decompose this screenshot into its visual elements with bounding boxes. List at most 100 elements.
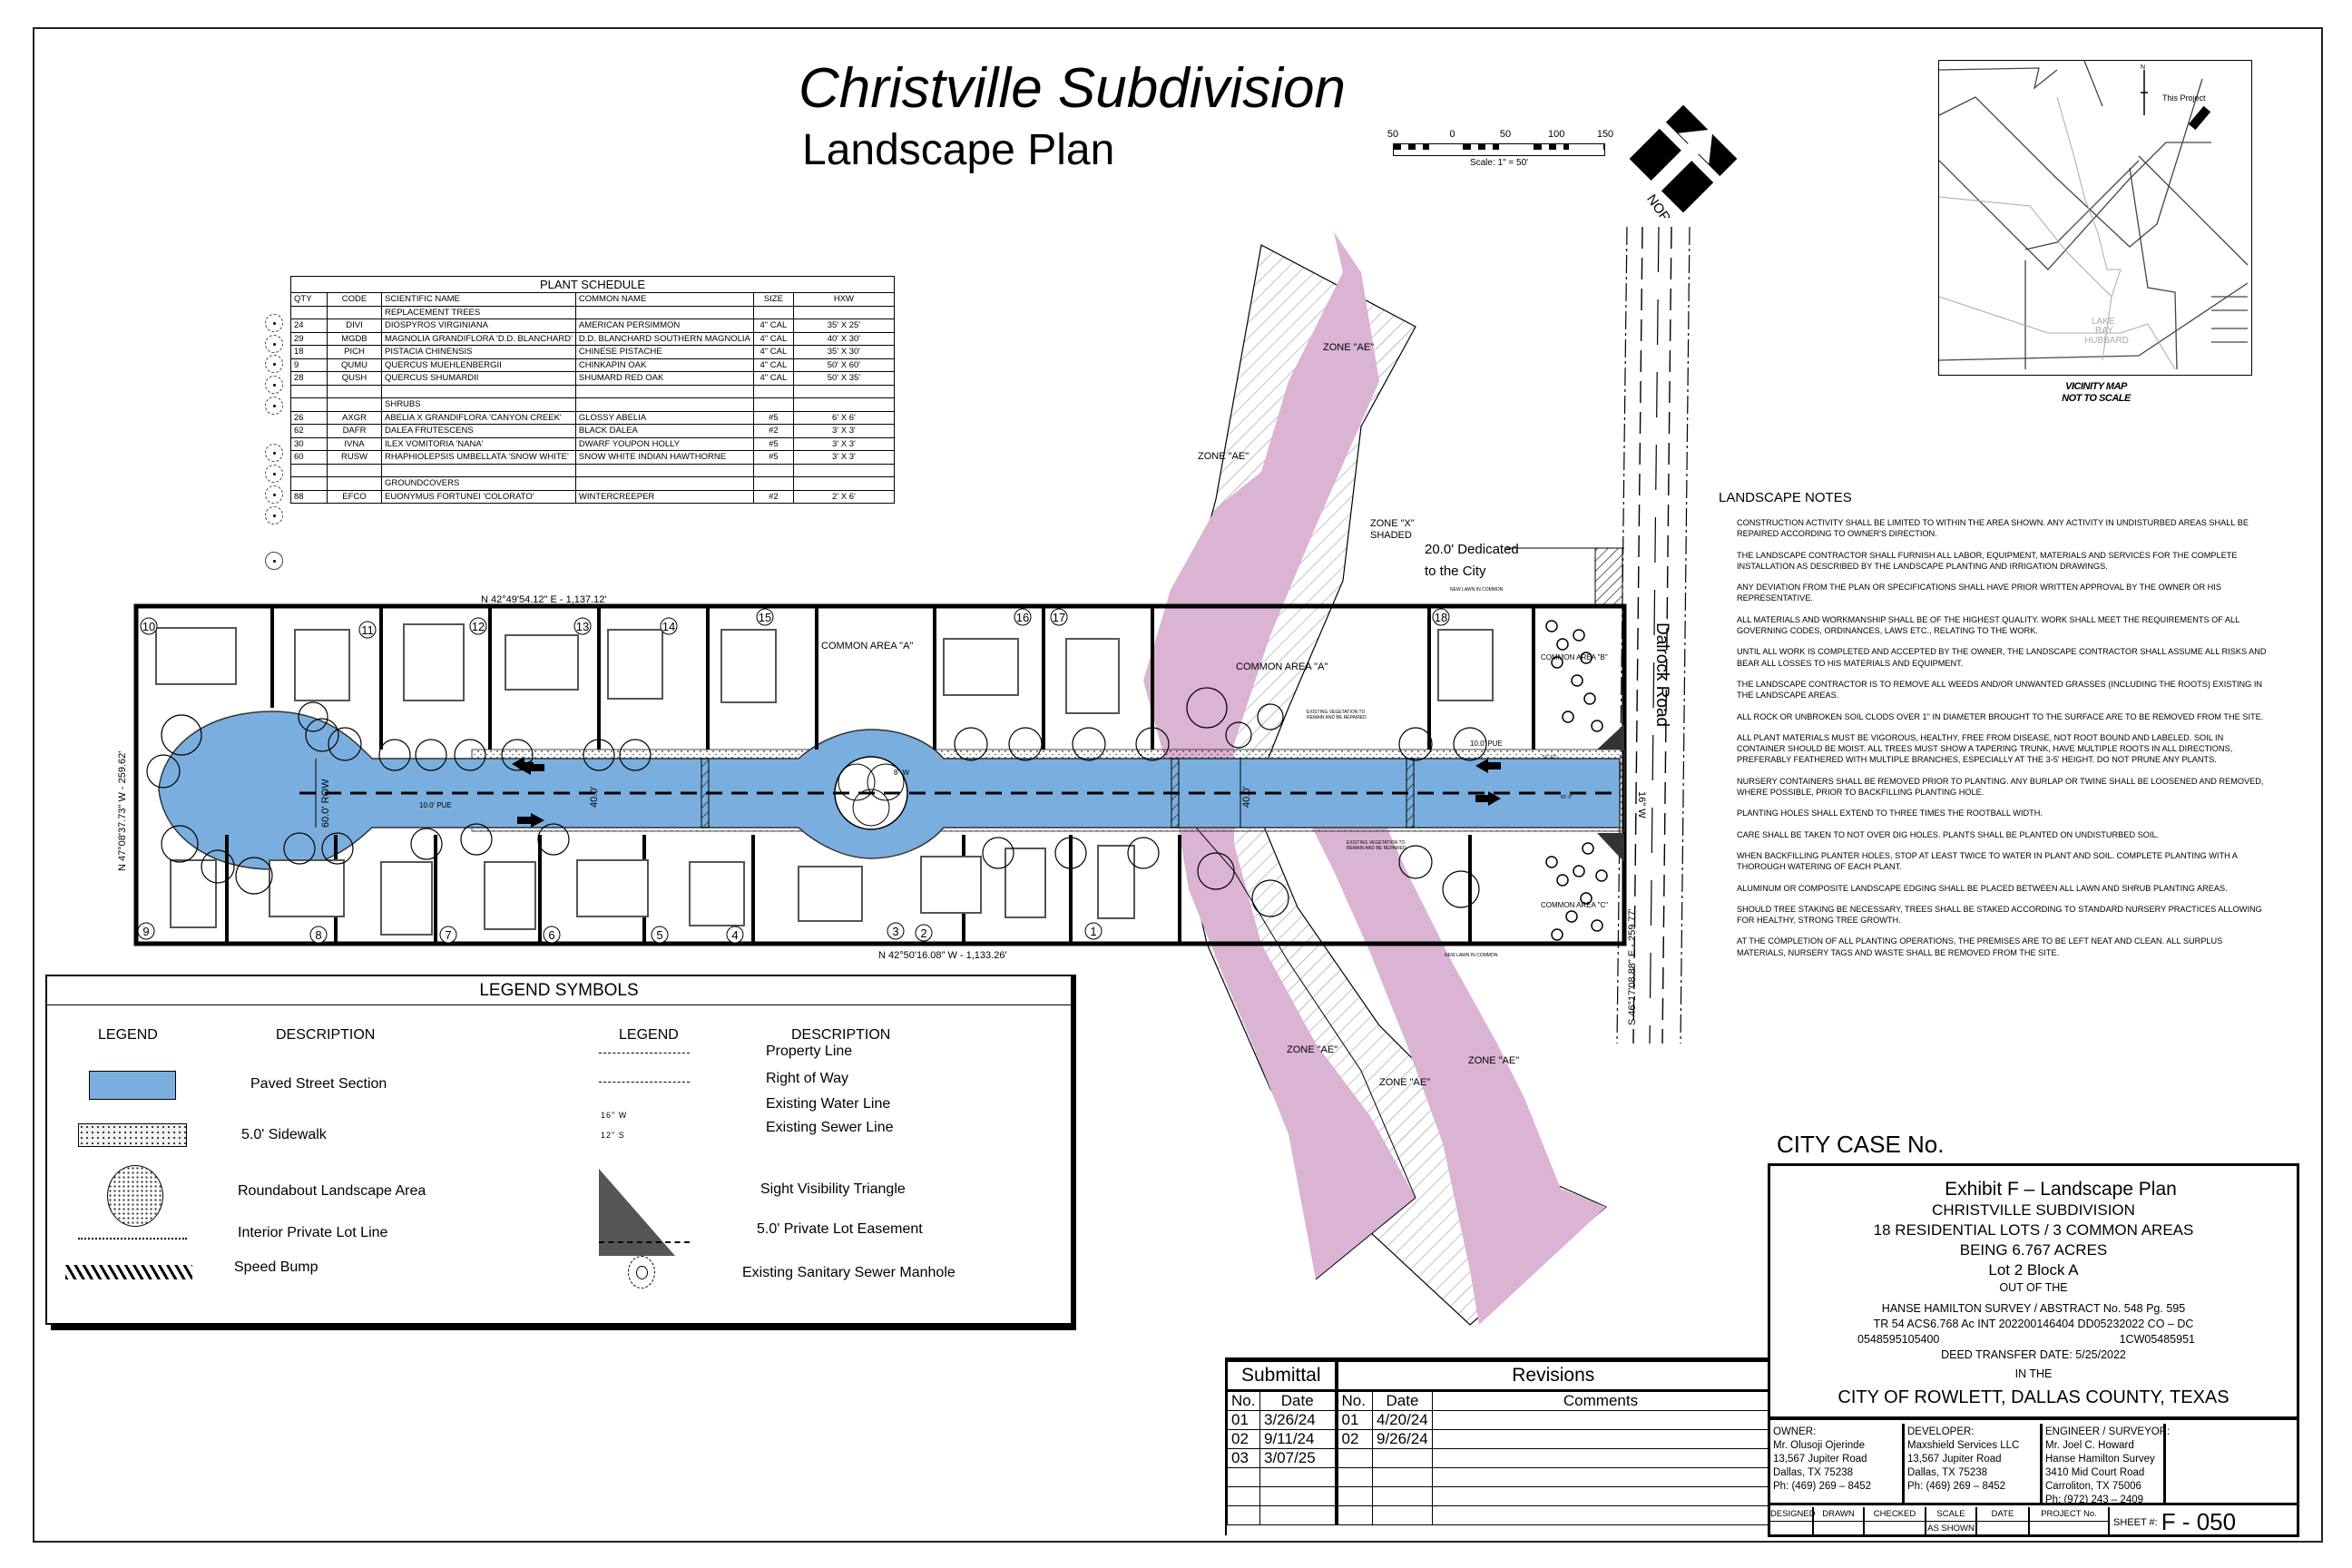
exhibit-title: Exhibit F – Landscape Plan [1945, 1179, 2177, 1200]
in-the-label: IN THE [2014, 1367, 2053, 1380]
plant-size-cell [752, 397, 794, 412]
plant-hxw-cell: 50' X 35' [792, 371, 896, 386]
speed-bump-swatch [65, 1265, 192, 1279]
plant-qty-cell [290, 463, 328, 477]
description-col-header: DESCRIPTION [276, 1027, 376, 1043]
lot-easement-swatch [599, 1241, 690, 1243]
plant-size-cell: 4" CAL [752, 358, 794, 372]
plant-hxw-cell: 3' X 3' [792, 450, 896, 465]
tree-symbol-icon [265, 355, 283, 374]
title-block: Exhibit F – Landscape Plan CHRISTVILLE S… [1768, 1163, 2299, 1537]
legend-shadow [1069, 975, 1076, 1330]
plant-scientific-cell: EUONYMUS FORTUNEI 'COLORATO' [381, 489, 576, 504]
legend-description: Speed Bump [234, 1259, 318, 1275]
tree-symbol-icon [265, 334, 283, 353]
legend-description: Right of Way [766, 1071, 848, 1086]
plant-hxw-cell: 6' X 6' [792, 410, 896, 425]
plant-common-cell: AMERICAN PERSIMMON [574, 318, 754, 333]
plant-qty-cell: 62 [290, 424, 328, 438]
plant-code-cell [327, 384, 382, 398]
landscape-notes: CONSTRUCTION ACTIVITY SHALL BE LIMITED T… [1737, 517, 2272, 968]
designed-label: DESIGNED [1770, 1507, 1816, 1522]
table-cell: 4/20/24 [1372, 1410, 1433, 1430]
table-cell [1336, 1505, 1373, 1525]
checked-label: CHECKED [1865, 1507, 1925, 1522]
plant-hxw-cell: 3' X 3' [792, 424, 896, 438]
plant-code-cell [327, 397, 382, 412]
drawing-title: Christville Subdivision [799, 57, 1347, 120]
table-cell [1336, 1448, 1373, 1468]
landscape-note: UNTIL ALL WORK IS COMPLETED AND ACCEPTED… [1737, 647, 2267, 668]
plant-code-cell: IVNA [327, 436, 382, 451]
scale-tick: 50 [1387, 129, 1399, 140]
plant-hxw-cell [792, 463, 896, 477]
plant-qty-cell: 9 [290, 358, 328, 372]
landscape-note: SHOULD TREE STAKING BE NECESSARY, TREES … [1737, 904, 2262, 926]
plant-schedule-row [290, 384, 896, 398]
scale-tick: 150 [1596, 129, 1614, 140]
plant-schedule-row [290, 463, 896, 477]
landscape-note: ANY DEVIATION FROM THE PLAN OR SPECIFICA… [1737, 583, 2221, 603]
plant-scientific-cell: PISTACIA CHINENSIS [381, 345, 576, 359]
north-arrow-icon: NORTH [1624, 100, 1742, 240]
legend-panel: LEGEND SYMBOLS LEGEND DESCRIPTION LEGEND… [45, 975, 1073, 1325]
col-hxw: HXW [792, 292, 896, 307]
plant-scientific-cell: RHAPHIOLEPSIS UMBELLATA 'SNOW WHITE' [381, 450, 576, 465]
col-code: CODE [327, 292, 382, 307]
table-cell: 02 [1336, 1429, 1373, 1449]
plant-hxw-cell: 35' X 30' [792, 345, 896, 359]
landscape-note: ALL ROCK OR UNBROKEN SOIL CLODS OVER 1" … [1737, 711, 2264, 721]
legend-description: Sight Visibility Triangle [760, 1181, 906, 1197]
landscape-note: NURSERY CONTAINERS SHALL BE REMOVED PRIO… [1737, 776, 2264, 798]
col-date: Date [1259, 1390, 1338, 1411]
survey-info: HANSE HAMILTON SURVEY / ABSTRACT No. 548… [1881, 1302, 2186, 1315]
date-label: DATE [1977, 1507, 2028, 1522]
plant-hxw-cell: 2' X 6' [792, 489, 896, 504]
plant-code-cell [327, 463, 382, 477]
table-cell: 3/07/25 [1259, 1448, 1338, 1468]
plant-scientific-cell: REPLACEMENT TREES [381, 305, 576, 319]
drawing-sheet-border [33, 27, 2323, 1543]
sewer-line-swatch: 12" S [601, 1131, 625, 1140]
table-cell [1372, 1467, 1433, 1487]
account-number: 1CW05485951 [2119, 1333, 2195, 1346]
plant-code-cell: EFCO [327, 489, 382, 504]
acreage: BEING 6.767 ACRES [1959, 1241, 2108, 1259]
city-case-label: CITY CASE No. [1777, 1131, 1945, 1158]
owner-contact: OWNER: Mr. Olusoji Ojerinde 13,567 Jupit… [1770, 1424, 1905, 1503]
landscape-note: WHEN BACKFILLING PLANTER HOLES, STOP AT … [1737, 850, 2238, 872]
tree-symbol-icon [265, 396, 283, 415]
plant-symbol-column [265, 314, 287, 573]
legend-description: Existing Water Line [766, 1096, 891, 1112]
lots-summary: 18 RESIDENTIAL LOTS / 3 COMMON AREAS [1873, 1221, 2194, 1239]
plant-size-cell: 4" CAL [752, 331, 794, 346]
table-cell [1372, 1486, 1433, 1506]
plant-size-cell: 4" CAL [752, 318, 794, 333]
plant-code-cell: DIVI [327, 318, 382, 333]
plant-common-cell: CHINESE PISTACHE [574, 345, 754, 359]
col-scientific: SCIENTIFIC NAME [381, 292, 576, 307]
plant-schedule-row: GROUNDCOVERS [290, 476, 896, 491]
table-cell [1336, 1467, 1373, 1487]
manhole-icon [628, 1256, 655, 1289]
plant-common-cell: WINTERCREEPER [574, 489, 754, 504]
svg-text:N: N [2141, 64, 2145, 71]
plant-hxw-cell [792, 476, 896, 491]
plant-size-cell: 4" CAL [752, 345, 794, 359]
plant-common-cell: D.D. BLANCHARD SOUTHERN MAGNOLIA [574, 331, 754, 346]
plant-code-cell: MGDB [327, 331, 382, 346]
plant-qty-cell [290, 384, 328, 398]
landscape-note: ALUMINUM OR COMPOSITE LANDSCAPE EDGING S… [1737, 883, 2228, 893]
plant-scientific-cell: DIOSPYROS VIRGINIANA [381, 318, 576, 333]
table-cell [1432, 1448, 1769, 1468]
plant-hxw-cell [792, 305, 896, 319]
plant-scientific-cell [381, 384, 576, 398]
table-cell: 03 [1227, 1448, 1260, 1468]
col-date: Date [1372, 1390, 1433, 1411]
water-line-swatch: 16" W [601, 1111, 628, 1120]
plant-qty-cell: 29 [290, 331, 328, 346]
